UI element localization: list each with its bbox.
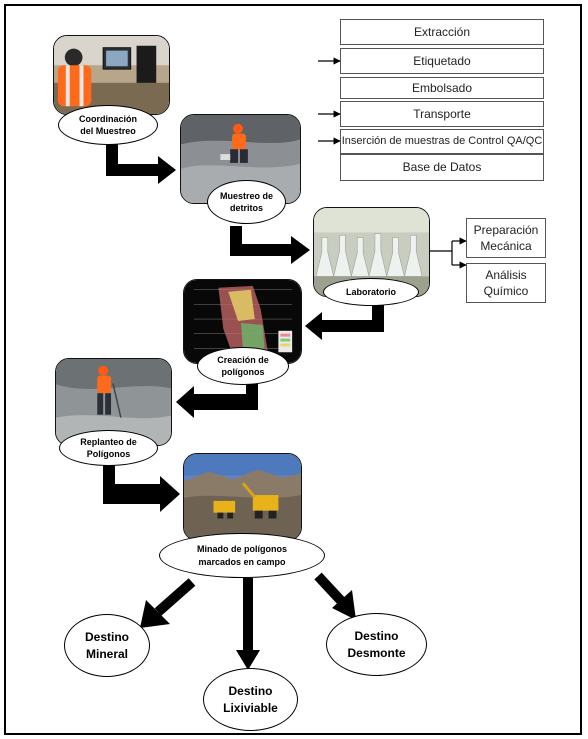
- oval-coordinacion: Coordinación del Muestreo: [58, 105, 158, 145]
- step-extraccion: Extracción: [340, 19, 544, 45]
- oval-destino-desmonte: Destino Desmonte: [326, 613, 427, 676]
- lab-output-analisis: Análisis Químico: [466, 263, 546, 303]
- step-embolsado: Embolsado: [340, 77, 544, 99]
- step-base-de-datos: Base de Datos: [340, 154, 544, 181]
- step-label: Base de Datos: [403, 159, 482, 175]
- oval-destino-lixiviable: Destino Lixiviable: [203, 668, 298, 731]
- step-label: Embolsado: [412, 80, 472, 96]
- oval-replanteo: Replanteo de Polígonos: [59, 430, 158, 466]
- stage-label: Minado de polígonos marcados en campo: [197, 543, 287, 567]
- lab-output-label: Preparación Mecánica: [474, 222, 539, 254]
- step-etiquetado: Etiquetado: [340, 48, 544, 74]
- oval-minado: Minado de polígonos marcados en campo: [159, 533, 325, 578]
- oval-destino-mineral: Destino Mineral: [64, 614, 150, 677]
- lab-output-label: Análisis Químico: [484, 267, 529, 299]
- step-insercion-qaqc: Inserción de muestras de Control QA/QC: [340, 129, 544, 154]
- destination-label: Destino Lixiviable: [223, 683, 278, 715]
- stage-label: Coordinación del Muestreo: [79, 113, 137, 137]
- stage-label: Replanteo de Polígonos: [80, 436, 137, 460]
- lab-output-preparacion: Preparación Mecánica: [466, 218, 546, 258]
- oval-laboratorio: Laboratorio: [323, 278, 419, 306]
- stage-label: Creación de polígonos: [217, 354, 269, 378]
- step-label: Inserción de muestras de Control QA/QC: [342, 134, 543, 149]
- oval-muestreo: Muestreo de detritos: [207, 180, 286, 224]
- step-label: Extracción: [414, 24, 470, 40]
- step-label: Transporte: [413, 106, 471, 122]
- oval-creacion: Creación de polígonos: [197, 347, 289, 385]
- photo-coordinacion: [53, 35, 170, 115]
- destination-label: Destino Mineral: [85, 629, 129, 661]
- step-label: Etiquetado: [413, 53, 470, 69]
- destination-label: Destino Desmonte: [347, 628, 405, 660]
- stage-label: Muestreo de detritos: [220, 190, 273, 214]
- stage-label: Laboratorio: [346, 286, 396, 298]
- step-transporte: Transporte: [340, 101, 544, 127]
- photo-minado: [183, 453, 302, 541]
